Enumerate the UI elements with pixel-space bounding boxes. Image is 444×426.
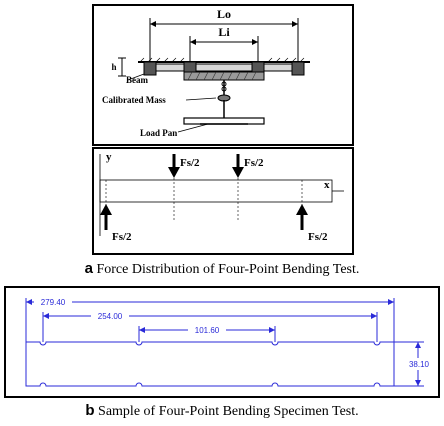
caption-b-text: Sample of Four-Point Bending Specimen Te… [98,404,359,419]
force-diagram-frame [92,147,354,255]
figure-a-panel: Lo Li [92,4,354,255]
outer-span-label: Lo [217,7,231,21]
mass-label: Calibrated Mass [102,95,166,105]
bottom-support-arrow-left [100,204,112,230]
specimen-outline [25,341,395,387]
y-axis-label: y [106,151,112,163]
caption-b-letter: b [85,402,95,419]
height-label: 38.10 [409,360,430,369]
figure-b-frame [4,286,440,398]
beam-label: Beam [126,75,148,85]
bottom-support-arrow-right [296,204,308,230]
h-label: h [111,62,116,72]
caption-b: b Sample of Four-Point Bending Specimen … [0,402,444,420]
x-axis-label: x [324,179,330,191]
total-length-label: 279.40 [41,298,66,307]
caption-a-letter: a [84,260,93,277]
inner-span-label: Li [218,25,230,39]
pan-label: Load Pan [140,128,177,138]
outer-span-label: 254.00 [98,312,123,321]
setup-frame [92,4,354,146]
force-diagram: y x Fs/2 Fs/2 Fs/2 [99,151,344,243]
specimen-drawing [25,298,424,387]
figure-b-panel: 279.40 254.00 101.60 38.10 [4,286,440,398]
caption-a-text: Force Distribution of Four-Point Bending… [96,262,360,277]
bottom-support-right-label: Fs/2 [308,231,328,243]
top-load-arrow-right [232,154,244,178]
top-load-left-label: Fs/2 [180,157,200,169]
bottom-support-left-label: Fs/2 [112,231,132,243]
top-load-arrow-left [168,154,180,178]
caption-a: a Force Distribution of Four-Point Bendi… [0,260,444,278]
setup-drawing: Lo Li [102,7,310,138]
inner-span-label: 101.60 [195,326,220,335]
top-load-right-label: Fs/2 [244,157,264,169]
